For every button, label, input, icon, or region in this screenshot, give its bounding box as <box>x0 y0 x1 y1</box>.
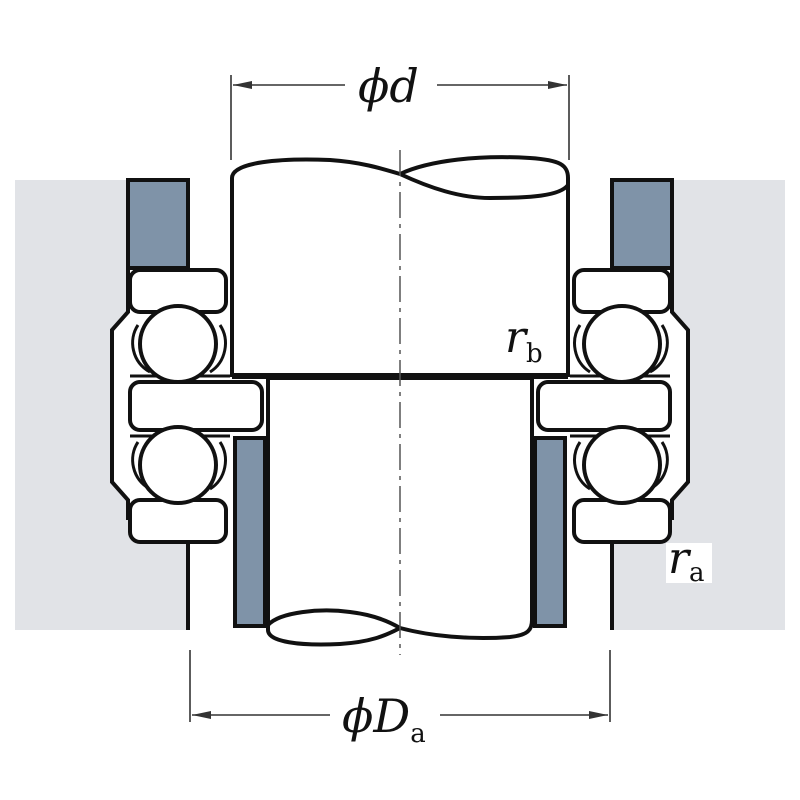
ball-lower-right <box>582 425 662 505</box>
housing-washer-top-left <box>126 178 190 270</box>
ball-upper-left <box>138 304 218 384</box>
housing-washer-lower-left <box>128 498 228 544</box>
center-shaft-washer-left <box>128 380 264 432</box>
bearing-left <box>128 268 264 544</box>
bearing-right <box>536 268 672 544</box>
ball-upper-right <box>582 304 662 384</box>
label-phi-d: ϕd <box>358 59 419 113</box>
cage-upper-left <box>131 324 227 374</box>
housing-washer-top-right <box>610 178 674 270</box>
cage-upper-right <box>573 324 669 374</box>
label-ra: ra <box>668 533 705 588</box>
dimension-d <box>230 75 570 160</box>
housing-washer-lower-right <box>572 498 672 544</box>
dimension-Da <box>189 650 611 722</box>
center-shaft-washer-right <box>536 380 672 432</box>
spacer-sleeve-right <box>533 436 567 628</box>
ball-lower-left <box>138 425 218 505</box>
label-phi-Da: ϕDa <box>342 689 426 749</box>
shaft-lower-break <box>266 608 402 630</box>
spacer-sleeve-left <box>233 436 267 628</box>
label-rb: rb <box>505 312 543 369</box>
label-ra-backdrop <box>666 543 712 583</box>
shaft-upper-break <box>399 172 570 201</box>
